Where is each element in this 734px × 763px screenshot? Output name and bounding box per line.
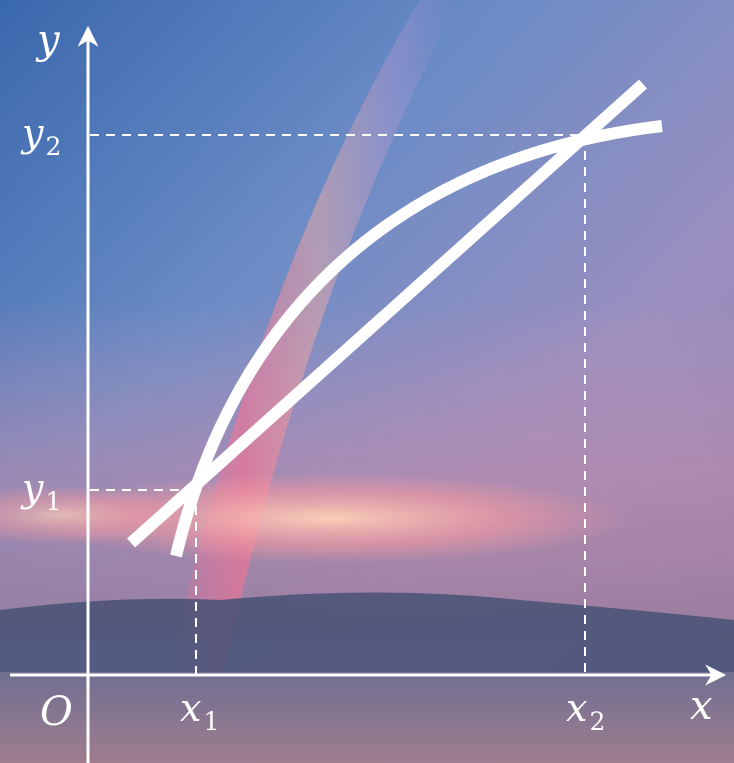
mountain-silhouette xyxy=(0,592,734,675)
guide-lines xyxy=(90,134,586,675)
y1-label-main: y xyxy=(22,466,44,510)
y2-label-main: y xyxy=(22,111,44,155)
rainbow xyxy=(150,0,460,763)
x2-label-sub: 2 xyxy=(589,707,606,736)
x1-label: x1 xyxy=(180,686,219,734)
concave-curve xyxy=(170,120,663,558)
y1-label: y1 xyxy=(22,466,61,514)
origin-label: O xyxy=(40,689,73,735)
y-axis-label: y xyxy=(37,17,60,63)
x2-label: x2 xyxy=(566,686,605,734)
secant-line xyxy=(126,79,648,548)
y2-label: y2 xyxy=(22,111,61,159)
x2-label-main: x xyxy=(566,686,588,730)
x-axis-label: x xyxy=(690,683,713,729)
y2-label-sub: 2 xyxy=(45,132,62,161)
water-surface xyxy=(0,672,734,763)
x1-label-sub: 1 xyxy=(203,707,220,736)
y1-label-sub: 1 xyxy=(45,487,62,516)
x1-label-main: x xyxy=(180,686,202,730)
sky-lower-glow xyxy=(0,300,734,640)
